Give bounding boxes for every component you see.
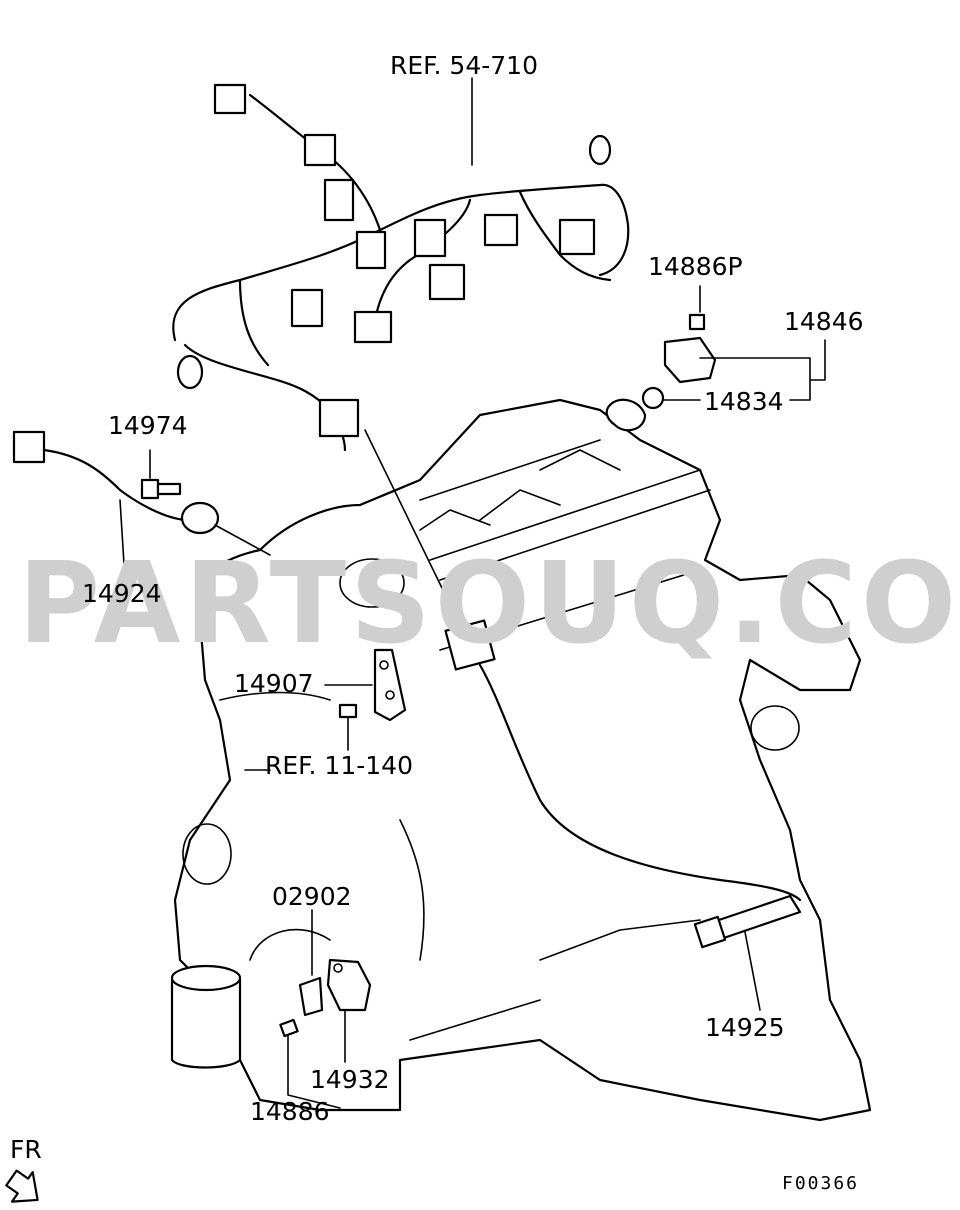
label-14907: 14907 [234,669,314,698]
wiring-harness [172,83,630,452]
label-14834: 14834 [704,387,784,416]
front-direction-arrow-icon [5,1169,39,1203]
label-14925: 14925 [705,1013,785,1042]
watermark: PARTSOUQ.COM [18,539,960,669]
label-14886P: 14886P [648,252,743,281]
label-14932: 14932 [310,1065,390,1094]
leader-harness-connector [364,429,461,626]
figure-code: F00366 [782,1173,859,1194]
label-14846: 14846 [784,307,864,336]
part-14846-cam-sensor-group [605,313,826,432]
part-14925-oxygen-sensor [693,894,802,1011]
label-14924: 14924 [82,579,162,608]
label-ref-11-140: REF. 11-140 [265,751,413,780]
part-14907-bracket [324,648,407,751]
label-ref-54-710: REF. 54-710 [390,51,538,80]
label-02902: 02902 [272,882,352,911]
part-14932-crank-sensor-group [279,909,372,1109]
label-14886: 14886 [250,1097,330,1126]
part-14974-bolt [140,449,182,500]
part-14924-knock-sensor [12,430,271,581]
engine-block [170,398,872,1122]
oxygen-sensor-wire [444,619,802,902]
label-14974: 14974 [108,411,188,440]
front-label: FR [10,1135,42,1164]
